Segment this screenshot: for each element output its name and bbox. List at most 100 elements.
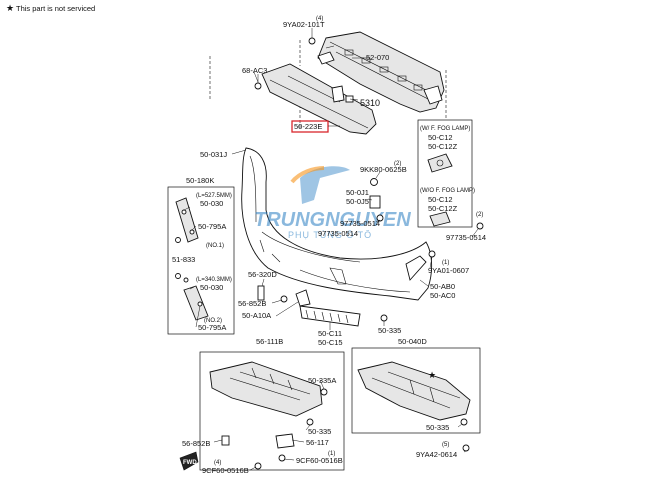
label-50-c12-b: 50-C12 (428, 195, 453, 204)
label-no1: (NO.1) (206, 243, 224, 249)
fwd-label: FWD (183, 460, 197, 466)
screw-9kk80-0625b (370, 178, 378, 186)
label-50-c12z-b: 50-C12Z (428, 204, 458, 213)
label-50-335-a: 50-335 (378, 326, 401, 335)
clip-50-335-a (380, 314, 388, 322)
clip-50-335-c (460, 418, 468, 426)
watermark-logo: TRUNGNGUYEN PHỤ TÙNG Ô TÔ (254, 166, 411, 240)
label-68-ac3: 68-AC3 (242, 66, 267, 75)
label-50-030-b: 50-030 (200, 283, 223, 292)
label-9kk80-qty: (2) (394, 161, 401, 167)
license-bracket-upper (175, 197, 199, 243)
label-50-0j5: 50-0J5 (346, 197, 369, 206)
label-50-c11: 50-C11 (318, 329, 342, 338)
clip-50-335-b (306, 418, 314, 426)
screw-97735-0514-center (376, 214, 384, 222)
label-50-0j1: 50-0J1 (346, 188, 369, 197)
label-50-030-a: 50-030 (200, 199, 223, 208)
label-without-fog: (W/O F. FOG LAMP) (420, 188, 475, 194)
label-56-117: 56-117 (306, 438, 329, 447)
label-9cf60-b-qty: (1) (328, 451, 335, 457)
legend-note: ★ This part is not serviced (6, 3, 95, 13)
bracket-56-117 (275, 433, 295, 449)
label-50-335-b: 50-335 (308, 427, 331, 436)
energy-absorber (261, 63, 377, 135)
fog-cover-with-lamp (427, 153, 453, 173)
label-50-180k: 50-180K (186, 176, 214, 185)
star-marker-icon: ★ (428, 370, 436, 380)
under-cover-56-111b (209, 361, 323, 417)
label-50-223e: 50-223E (294, 122, 322, 131)
legend-note-text: This part is not serviced (16, 4, 95, 13)
bracket-5310 (331, 85, 354, 103)
label-56-852b-b: 56-852B (182, 439, 210, 448)
clip-56-852b-b (221, 435, 230, 446)
fog-cover-without-lamp (429, 211, 451, 227)
label-9ya01-0607: 9YA01-0607 (428, 266, 469, 275)
box-under-cover (199, 351, 345, 471)
bumper-reinforcement (317, 31, 445, 113)
clip-50-335a (320, 388, 328, 396)
label-9ya42-0614: 9YA42-0614 (416, 450, 457, 459)
label-97735-0514-b: 97735-0514 (318, 229, 358, 238)
clip-56-320d (257, 285, 265, 301)
label-56-320d: 56-320D (248, 270, 277, 279)
clip-68-ac3 (254, 74, 262, 90)
label-50-c12-a: 50-C12 (428, 133, 453, 142)
label-50-a10a: 50-A10A (242, 311, 271, 320)
label-9cf60-a: 9CF60-0516B (202, 466, 249, 475)
screw-9cf60-b (278, 454, 286, 462)
label-9ya02-101t: 9YA02-101T (283, 20, 325, 29)
lower-grille-50-c11 (299, 305, 361, 327)
label-50-795a-b: 50-795A (198, 323, 226, 332)
splash-shield-50-040d (357, 361, 471, 421)
clip-56-852b-a (280, 295, 288, 303)
label-50-c15: 50-C15 (318, 338, 343, 347)
label-97735-qty: (2) (476, 212, 483, 218)
watermark-sub: PHỤ TÙNG Ô TÔ (288, 230, 372, 240)
highlight-box (291, 120, 329, 133)
label-97735-0514-a: 97735-0514 (340, 219, 380, 228)
label-97735-0514-c: 97735-0514 (446, 233, 486, 242)
label-9ya02-101t-qty: (4) (316, 16, 323, 22)
label-50-335a: 50-335A (308, 376, 336, 385)
screw-9cf60-a (254, 462, 262, 470)
label-56-111b: 56-111B (256, 337, 283, 346)
label-51-833: 51-833 (172, 255, 195, 264)
label-52-070: 52-070 (366, 53, 389, 62)
bracket-50-0j1 (369, 195, 381, 209)
label-50-ab0: 50-AB0 (430, 282, 455, 291)
watermark-brand: TRUNGNGUYEN (254, 209, 411, 231)
label-9cf60-a-qty: (4) (214, 460, 221, 466)
box-license-bracket (167, 186, 235, 335)
label-9ya42-qty: (5) (442, 442, 449, 448)
bumper-fascia (241, 147, 433, 301)
box-fog-lamp-covers (417, 119, 473, 228)
label-with-fog: (W/ F. FOG LAMP) (420, 126, 470, 132)
label-no2: (NO.2) (204, 318, 222, 324)
label-50-031j: 50-031J (200, 150, 227, 159)
label-50-040d: 50-040D (398, 337, 427, 346)
bolt-9ya01-0607 (428, 250, 436, 258)
forward-arrow-icon: FWD (179, 451, 199, 471)
bolt-9ya02-101t (308, 28, 316, 45)
label-9ya01-qty: (1) (442, 260, 449, 266)
star-icon: ★ (6, 3, 14, 13)
label-5310: 5310 (360, 98, 380, 108)
label-length-2: (L=340.3MM) (196, 277, 232, 283)
label-length-1: (L=527.5MM) (196, 193, 232, 199)
label-50-ac0: 50-AC0 (430, 291, 455, 300)
label-50-335-c: 50-335 (426, 423, 449, 432)
bracket-50-a10a (295, 289, 311, 307)
leader-lines (183, 71, 479, 471)
label-9cf60-b: 9CF60-0516B (296, 456, 343, 465)
box-splash-shield (351, 347, 481, 434)
label-50-795a-a: 50-795A (198, 222, 226, 231)
label-9kk80-0625b: 9KK80-0625B (360, 165, 407, 174)
screw-97735-0514-right (476, 222, 484, 230)
label-50-c12z-a: 50-C12Z (428, 142, 458, 151)
label-56-852b-a: 56-852B (238, 299, 266, 308)
bolt-9ya42-0614 (462, 444, 470, 452)
license-bracket-lower (175, 273, 209, 321)
